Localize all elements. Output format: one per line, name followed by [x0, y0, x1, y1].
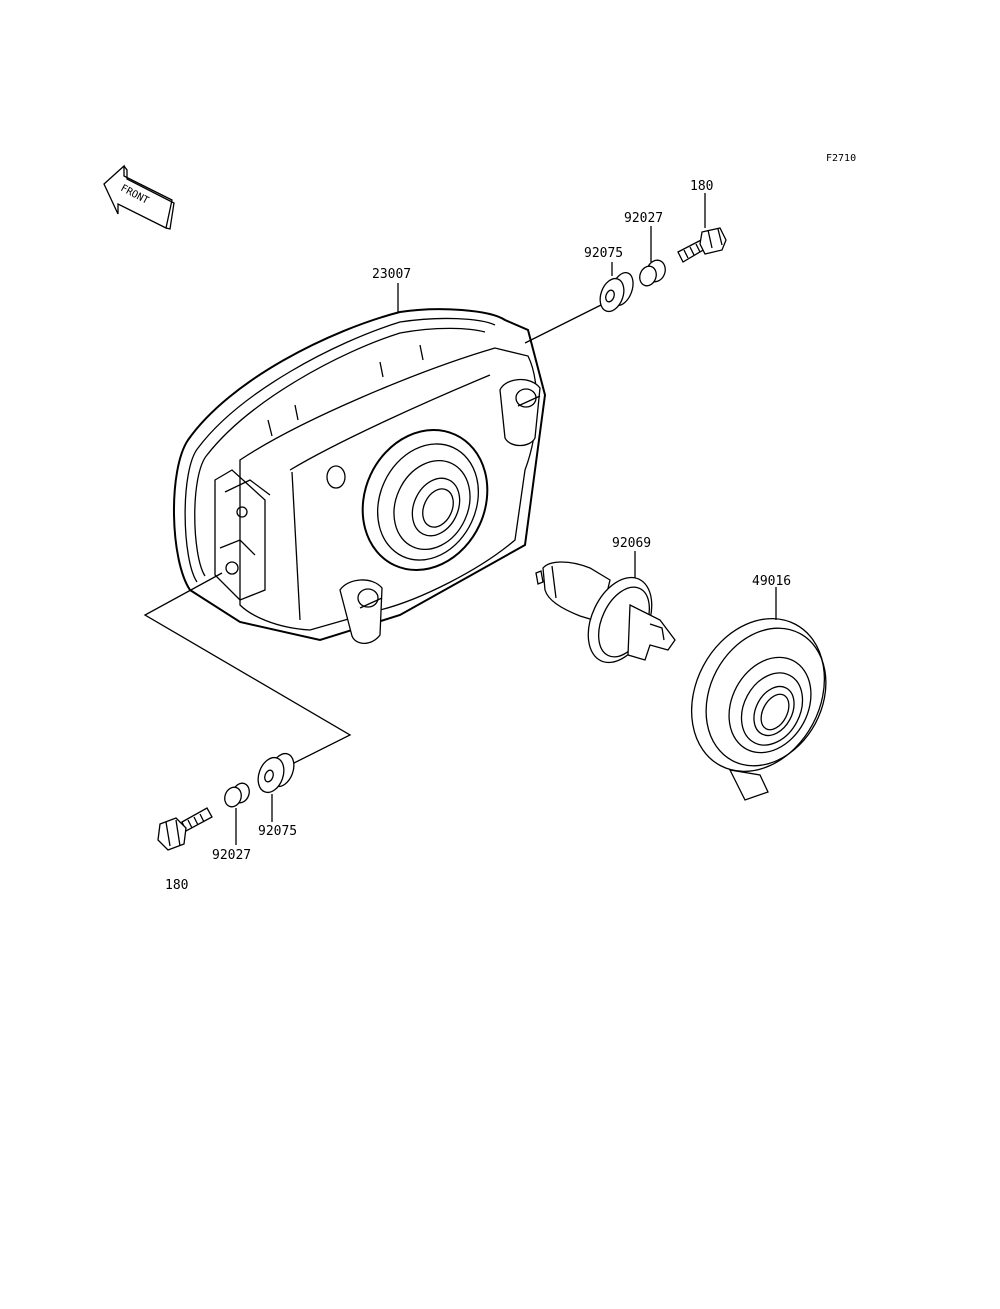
- collar-upper: [639, 259, 666, 287]
- bulb: [535, 561, 676, 664]
- label-49016: 49016: [752, 574, 791, 589]
- leader-mount-lower: [143, 572, 352, 766]
- leader-mount-upper: [524, 302, 606, 344]
- figure-code: F2710: [826, 153, 856, 164]
- label-92069: 92069: [612, 536, 651, 551]
- label-23007: 23007: [372, 267, 411, 282]
- bolt-lower: [157, 807, 213, 851]
- label-92075-lower: 92075: [258, 824, 297, 839]
- bulb-cover: [690, 617, 827, 801]
- label-180-lower: 180: [165, 878, 188, 893]
- label-180-upper: 180: [690, 179, 713, 194]
- bolt-upper: [677, 227, 727, 263]
- front-arrow-icon: FRONT: [103, 164, 175, 230]
- label-92075-upper: 92075: [584, 246, 623, 261]
- grommet-lower: [257, 752, 295, 794]
- headlight-assembly: [172, 308, 547, 645]
- label-92027-lower: 92027: [212, 848, 251, 863]
- label-92027-upper: 92027: [624, 211, 663, 226]
- collar-lower: [224, 782, 250, 808]
- grommet-upper: [599, 272, 634, 313]
